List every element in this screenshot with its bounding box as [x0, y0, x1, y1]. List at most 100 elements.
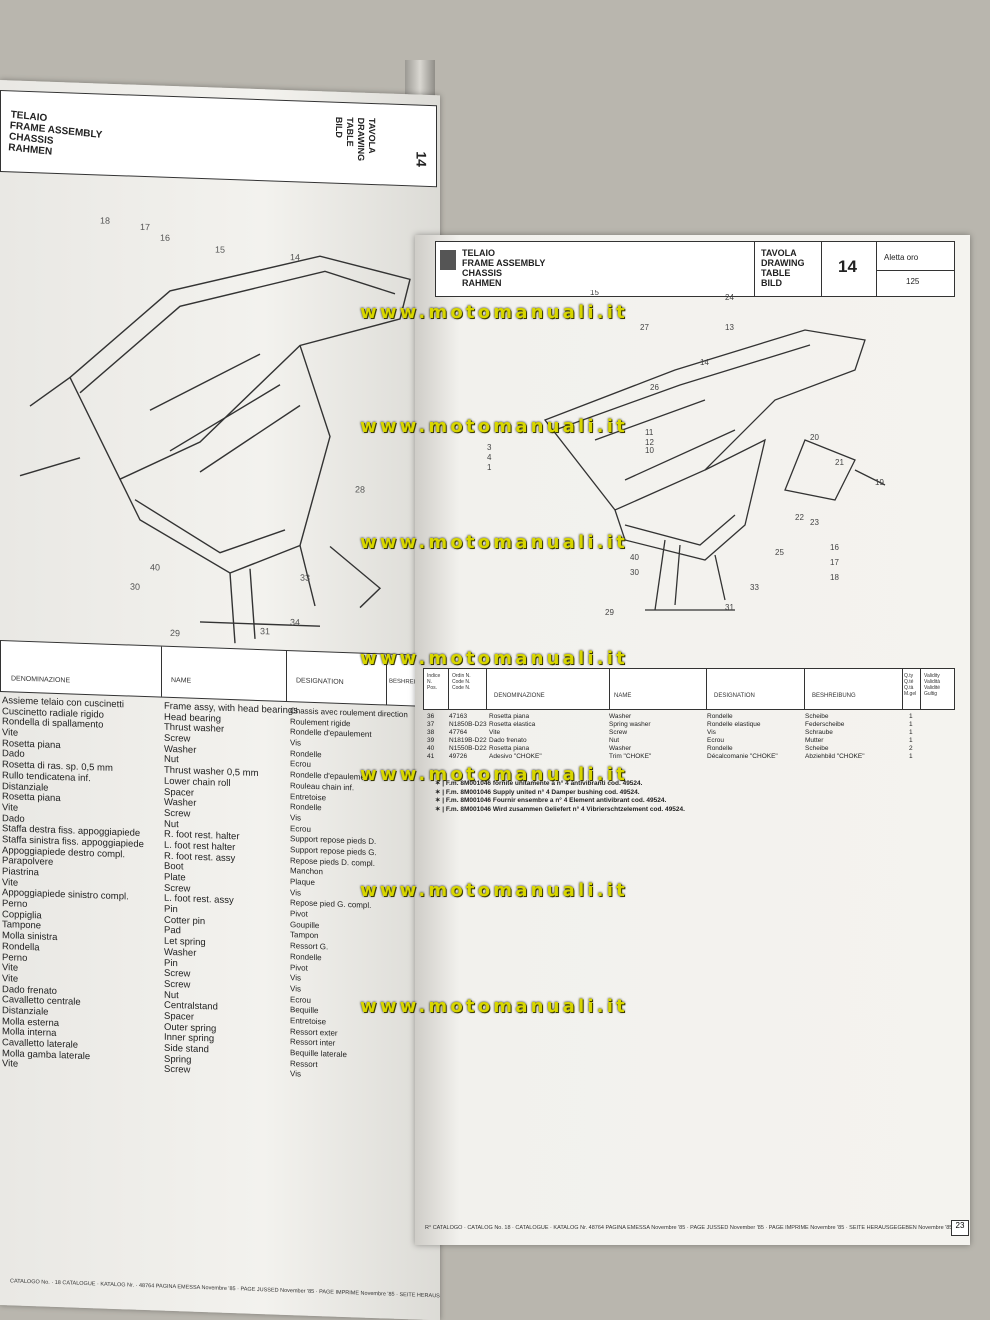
table-cell-code: 49726: [449, 753, 468, 760]
table-cell-de: Schraube: [805, 729, 833, 736]
table-cell-it: Vite: [489, 729, 501, 736]
svg-text:15: 15: [590, 290, 599, 297]
right-footer: R° CATALOGO · CATALOG No. 18 · CATALOGUE…: [425, 1225, 953, 1231]
note-line: ✶ | F.m. 8M001046 Supply united n° 4 Dam…: [435, 788, 640, 796]
table-cell-qty: 1: [909, 737, 913, 744]
svg-text:23: 23: [810, 518, 819, 527]
svg-text:11: 11: [645, 428, 654, 437]
left-header-titles: TELAIO FRAME ASSEMBLY CHASSIS RAHMEN: [7, 109, 103, 158]
table-cell-en: Screw: [609, 729, 628, 736]
watermark-6: www.motomanuali.it: [360, 880, 628, 901]
table-cell: Vis: [290, 738, 301, 748]
watermark-3: www.motomanuali.it: [360, 532, 628, 553]
table-cell-qty: 1: [909, 721, 913, 728]
note-line: ✶ | F.m. 8M001046 fornite unitamente a n…: [435, 780, 643, 787]
svg-text:40: 40: [630, 553, 639, 562]
table-cell-pos: 36: [427, 713, 435, 720]
table-cell-de: Mutter: [805, 737, 824, 744]
watermark-5: www.motomanuali.it: [360, 764, 628, 785]
left-table-number: 14: [413, 151, 430, 168]
right-col-beshreibung: BESHREIBUNG: [812, 693, 856, 699]
svg-text:24: 24: [725, 293, 734, 302]
table-cell-it: Rosetta piana: [489, 713, 530, 720]
left-col-denominazione: DENOMINAZIONE: [11, 675, 71, 685]
svg-text:21: 21: [835, 458, 844, 467]
svg-text:10: 10: [645, 446, 654, 455]
table-cell: Screw: [164, 1064, 191, 1077]
table-cell-qty: 1: [909, 713, 913, 720]
svg-text:16: 16: [830, 543, 839, 552]
note-line: ✶ | F.m. 8M001046 Wird zusammen Geliefer…: [435, 805, 685, 813]
table-cell-fr: Rondelle elastique: [707, 721, 761, 728]
table-cell-code: N1819B-D22: [449, 737, 487, 744]
right-header-titles: TELAIO FRAME ASSEMBLY CHASSIS RAHMEN: [462, 248, 546, 288]
table-cell-de: Scheibe: [805, 745, 829, 752]
table-cell: Pivot: [290, 909, 308, 919]
table-cell-it: Adesivo "CHOKE": [489, 753, 542, 760]
table-cell-en: Trim "CHOKE": [609, 753, 652, 760]
svg-text:18: 18: [100, 215, 110, 225]
table-cell: Ecrou: [290, 994, 311, 1005]
table-cell: Ecrou: [290, 759, 311, 770]
right-col-validity: Validity Validità Validité Gultig: [924, 673, 941, 697]
svg-text:25: 25: [775, 548, 784, 557]
table-cell-qty: 2: [909, 745, 913, 752]
svg-text:27: 27: [640, 323, 649, 332]
svg-text:18: 18: [830, 573, 839, 582]
left-footer: CATALOGO No. · 18 CATALOGUE · KATALOG Nr…: [10, 1278, 440, 1301]
table-cell-pos: 37: [427, 721, 435, 728]
svg-text:19: 19: [875, 478, 884, 487]
svg-text:17: 17: [830, 558, 839, 567]
table-cell-pos: 39: [427, 737, 435, 744]
right-col-pos: Indice N. Pos.: [427, 673, 441, 691]
right-col-qty: Q.ty Q.té Q.tà M.gel: [904, 673, 917, 697]
table-cell-fr: Vis: [707, 729, 716, 736]
svg-text:4: 4: [487, 453, 492, 462]
svg-text:13: 13: [725, 323, 734, 332]
table-cell-de: Abziehbild "CHOKE": [805, 753, 865, 760]
table-cell-pos: 40: [427, 745, 435, 752]
table-cell: Pivot: [290, 962, 308, 973]
svg-text:16: 16: [160, 233, 170, 243]
svg-text:14: 14: [700, 358, 709, 367]
svg-text:28: 28: [355, 484, 365, 494]
left-header-box: TELAIO FRAME ASSEMBLY CHASSIS RAHMEN TAV…: [0, 90, 437, 188]
table-cell-en: Washer: [609, 713, 632, 720]
right-model-name: Aletta oro: [884, 253, 919, 262]
table-cell-code: N1850B-D23: [449, 721, 487, 728]
svg-text:29: 29: [170, 628, 180, 638]
svg-text:26: 26: [650, 383, 659, 392]
watermark-4: www.motomanuali.it: [360, 648, 628, 669]
table-cell-qty: 1: [909, 729, 913, 736]
watermark-1: www.motomanuali.it: [360, 302, 628, 323]
svg-text:30: 30: [630, 568, 639, 577]
table-cell: Vis: [290, 973, 301, 983]
table-cell: Vis: [290, 984, 301, 994]
watermark-2: www.motomanuali.it: [360, 416, 628, 437]
right-col-denominazione: DENOMINAZIONE: [494, 693, 545, 699]
table-cell-pos: 38: [427, 729, 435, 736]
table-cell-en: Nut: [609, 737, 620, 744]
right-col-code: Ordin N. Code N. Code N.: [452, 673, 471, 691]
left-col-name: NAME: [171, 676, 192, 685]
right-table-header: Indice N. Pos. Ordin N. Code N. Code N. …: [423, 668, 955, 710]
right-model-cc: 125: [906, 277, 920, 286]
svg-text:40: 40: [150, 562, 160, 572]
table-cell-fr: Décalcomanie "CHOKE": [707, 753, 778, 760]
page-number: 23: [951, 1220, 969, 1236]
table-cell: Vis: [290, 1069, 301, 1079]
table-cell-fr: Ecrou: [707, 737, 724, 744]
left-col-designation: DESIGNATION: [296, 677, 344, 687]
watermark-7: www.motomanuali.it: [360, 996, 628, 1017]
table-cell: Vis: [290, 813, 301, 823]
table-cell-en: Washer: [609, 745, 632, 752]
right-header-table-label: TAVOLA DRAWING TABLE BILD: [761, 248, 805, 288]
